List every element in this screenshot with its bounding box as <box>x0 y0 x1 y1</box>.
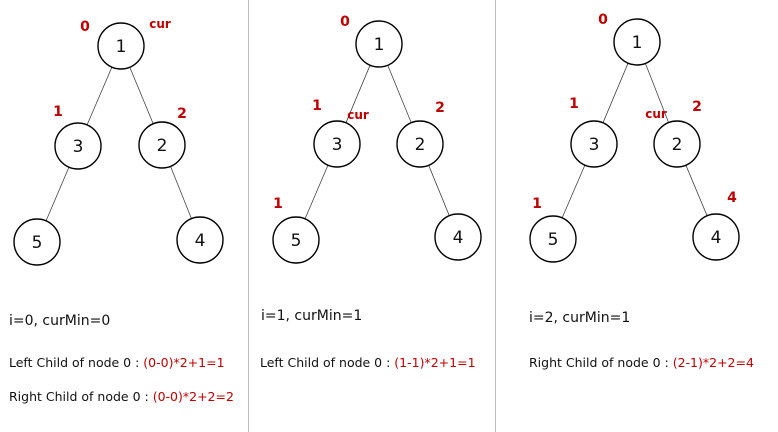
formula-expression: (1-1)*2+1=1 <box>394 355 476 370</box>
node-index-label: 4 <box>727 190 737 206</box>
tree-edge <box>387 65 412 123</box>
node-value: 2 <box>415 135 426 155</box>
tree-edge <box>428 165 450 216</box>
node-value: 1 <box>632 33 643 53</box>
tree-edge <box>561 164 586 219</box>
formula-label: Left Child of node 0 : <box>9 355 144 370</box>
panel-step-1: 1 0 3 1 2 2 5 1 4 cur i=1, curMin=1 Left Child of… <box>249 0 495 432</box>
cur-pointer-label: cur <box>347 108 369 122</box>
node-value: 5 <box>291 231 302 251</box>
node-value: 4 <box>453 228 464 248</box>
child-formula-line: Right Child of node 0 : (2-1)*2+2=4 <box>529 355 754 370</box>
formula-expression: (2-1)*2+2=4 <box>672 355 754 370</box>
tree-edge <box>129 67 154 124</box>
node-value: 3 <box>589 135 600 155</box>
tree-node <box>570 120 618 168</box>
tree-node <box>434 213 482 261</box>
formula-label: Right Child of node 0 : <box>529 355 673 370</box>
tree-node <box>653 120 701 168</box>
node-index-label: 1 <box>569 96 579 112</box>
node-value: 3 <box>73 137 84 157</box>
node-index-label: 1 <box>532 196 542 212</box>
tree-edge <box>602 63 629 123</box>
tree-node <box>692 213 740 261</box>
node-index-label: 1 <box>53 104 63 120</box>
panel-divider <box>248 0 249 432</box>
tree-node <box>97 22 145 70</box>
state-label: i=2, curMin=1 <box>529 310 631 326</box>
tree-node <box>176 216 224 264</box>
node-index-label: 2 <box>435 100 445 116</box>
formula-expression: (0-0)*2+1=1 <box>143 355 225 370</box>
formula-label: Left Child of node 0 : <box>260 355 395 370</box>
tree-node <box>529 215 577 263</box>
cur-pointer-label: cur <box>645 107 667 121</box>
tree-edge <box>345 65 371 123</box>
node-index-label: 2 <box>177 106 187 122</box>
node-index-label: 0 <box>80 19 90 35</box>
panel-step-2: 1 0 3 1 2 2 5 1 4 4 cur i=2, curMin=1 Right Child … <box>496 0 778 432</box>
tree-node <box>396 120 444 168</box>
child-formula-line: Left Child of node 0 : (1-1)*2+1=1 <box>260 355 476 370</box>
tree-edge <box>170 166 192 219</box>
node-index-label: 2 <box>692 99 702 115</box>
tree-diagram: 1 0 3 1 2 2 5 1 4 4 cur <box>529 12 740 263</box>
tree-node <box>272 216 320 264</box>
node-index-label: 0 <box>598 12 608 28</box>
child-formula-line: Left Child of node 0 : (0-0)*2+1=1 <box>9 355 225 370</box>
formula-expression: (0-0)*2+2=2 <box>152 389 234 404</box>
child-formula-line: Right Child of node 0 : (0-0)*2+2=2 <box>9 389 234 404</box>
node-value: 5 <box>32 233 43 253</box>
tree-node <box>138 121 186 169</box>
node-index-label: 1 <box>312 98 322 114</box>
panel-divider <box>495 0 496 432</box>
tree-edge <box>86 66 113 126</box>
node-value: 2 <box>672 135 683 155</box>
state-label: i=1, curMin=1 <box>261 308 363 324</box>
node-value: 3 <box>332 135 343 155</box>
state-label: i=0, curMin=0 <box>9 313 111 329</box>
tree-diagram: 1 0 3 1 2 2 5 1 4 cur <box>272 14 482 264</box>
formula-label: Right Child of node 0 : <box>9 389 153 404</box>
node-value: 4 <box>195 231 206 251</box>
node-value: 1 <box>374 35 385 55</box>
tree-edge <box>45 166 70 222</box>
node-index-label: 1 <box>273 196 283 212</box>
node-value: 1 <box>116 37 127 57</box>
tree-node <box>54 122 102 170</box>
node-value: 5 <box>548 230 559 250</box>
tree-edge <box>304 164 329 220</box>
tree-edge <box>645 63 669 123</box>
tree-node <box>355 20 403 68</box>
node-index-label: 0 <box>340 14 350 30</box>
tree-diagram: 1 0 3 1 22 5 4 cur <box>13 17 224 266</box>
tree-node <box>613 18 661 66</box>
node-value: 2 <box>157 136 168 156</box>
node-value: 4 <box>711 228 722 248</box>
tree-edge <box>685 165 708 216</box>
cur-pointer-label: cur <box>149 17 171 31</box>
tree-node <box>313 120 361 168</box>
tree-node <box>13 218 61 266</box>
